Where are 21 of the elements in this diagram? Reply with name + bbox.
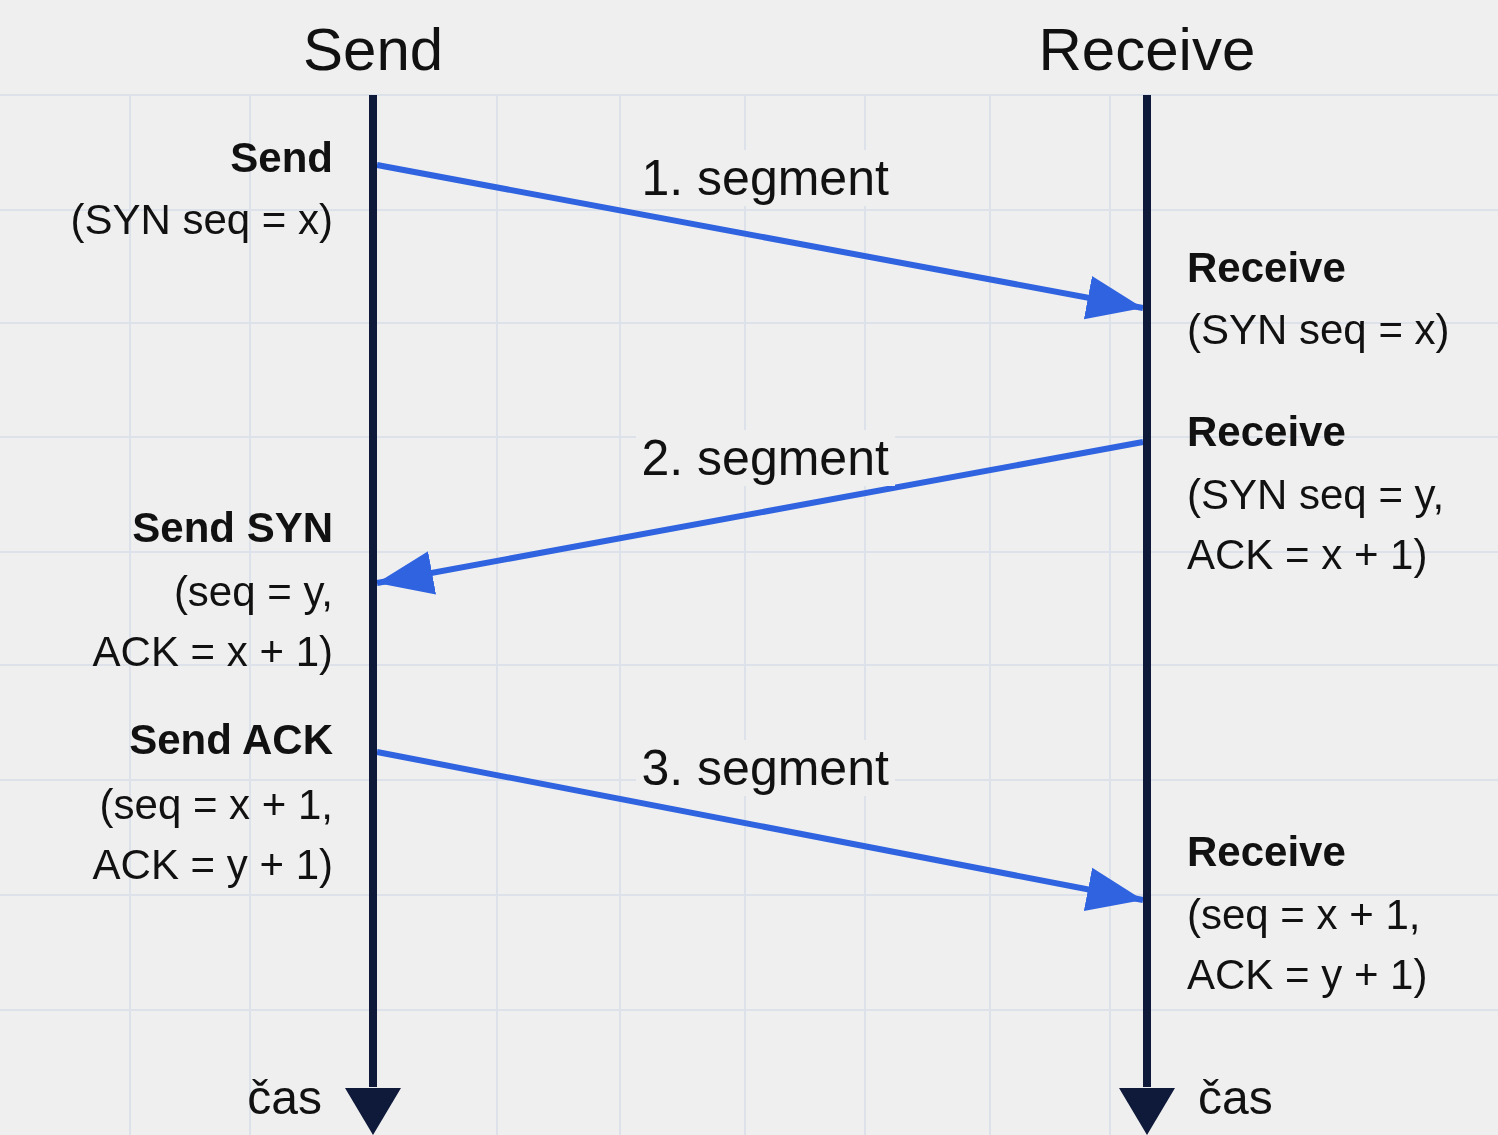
- arrow: [376, 162, 1144, 320]
- event-label: Receive: [1187, 407, 1346, 457]
- event-note: (seq = x + 1, ACK = y + 1): [1187, 890, 1429, 1000]
- edge-label: 2. segment: [635, 430, 895, 486]
- event-note: (SYN seq = x): [70, 195, 333, 245]
- event-label: Send: [230, 133, 333, 183]
- event-note: (seq = y, ACK = x + 1): [91, 567, 333, 677]
- lifeline-title: Receive: [1038, 20, 1256, 80]
- lifeline-title: Send: [303, 20, 444, 80]
- event-label: Receive: [1187, 827, 1346, 877]
- arrow: [376, 439, 1144, 595]
- event-label: Send ACK: [129, 715, 333, 765]
- time-axis-label: čas: [1198, 1070, 1273, 1126]
- event-note: (SYN seq = x): [1187, 305, 1450, 355]
- event-label: Send SYN: [132, 503, 333, 553]
- event-label: Receive: [1187, 243, 1346, 293]
- event-note: (SYN seq = y, ACK = x + 1): [1187, 470, 1446, 580]
- event-note: (seq = x + 1, ACK = y + 1): [91, 780, 333, 890]
- time-axis-label: čas: [247, 1070, 322, 1126]
- arrow: [376, 749, 1144, 911]
- edge-label: 3. segment: [635, 740, 895, 796]
